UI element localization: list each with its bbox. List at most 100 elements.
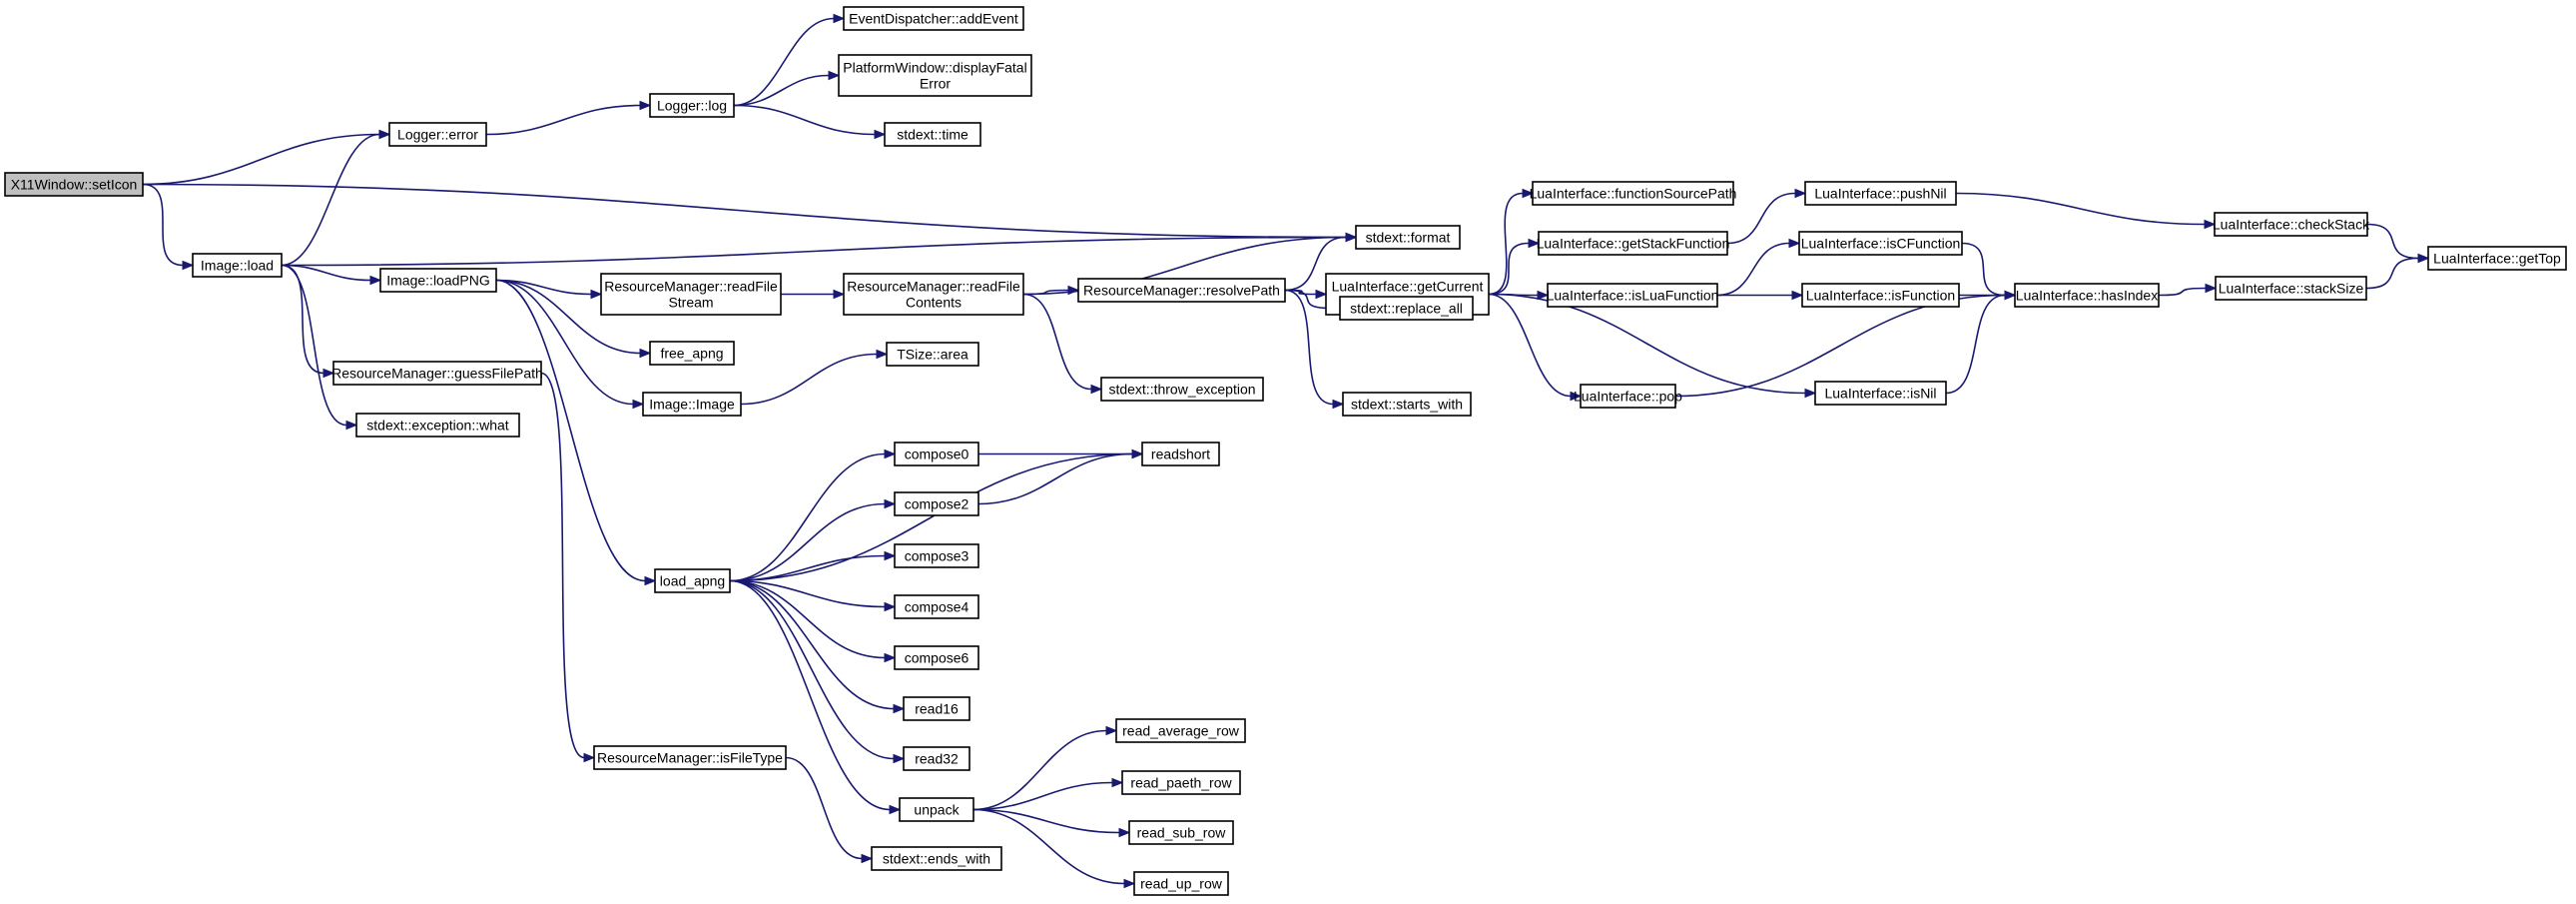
arrow-head-icon <box>884 449 897 459</box>
node-x11window-seticon[interactable]: X11Window::setIcon <box>4 172 144 197</box>
arrow-head-icon <box>874 129 887 140</box>
node-label: read32 <box>915 751 959 767</box>
edge-image-loadpng-to-free-apng <box>495 279 652 359</box>
node-luainterface-pushnil[interactable]: LuaInterface::pushNil <box>1804 181 1957 206</box>
node-box <box>894 645 979 670</box>
node-stdext-replace-all[interactable]: stdext::replace_all <box>1339 296 1474 321</box>
node-stdext-time[interactable]: stdext::time <box>884 122 981 147</box>
node-box <box>884 122 981 147</box>
node-read-paeth-row[interactable]: read_paeth_row <box>1121 770 1241 795</box>
node-label: read_up_row <box>1140 876 1223 892</box>
node-image-loadpng[interactable]: Image::loadPNG <box>379 268 497 293</box>
node-luainterface-getstackfunction[interactable]: LuaInterface::getStackFunction <box>1537 231 1730 256</box>
node-luainterface-iscfunction[interactable]: LuaInterface::isCFunction <box>1798 231 1963 256</box>
edge-logger-error-to-logger-log <box>485 100 652 136</box>
node-free-apng[interactable]: free_apng <box>649 341 735 366</box>
node-resourcemanager-isfiletype[interactable]: ResourceManager::isFileType <box>593 745 787 770</box>
node-image-image[interactable]: Image::Image <box>642 392 742 417</box>
edge-line <box>1488 293 1572 398</box>
node-read32[interactable]: read32 <box>903 746 970 771</box>
node-luainterface-isfunction[interactable]: LuaInterface::isFunction <box>1801 283 1960 308</box>
node-read16[interactable]: read16 <box>903 696 970 721</box>
node-read-average-row[interactable]: read_average_row <box>1115 718 1246 743</box>
node-compose4[interactable]: compose4 <box>894 594 979 619</box>
arrow-head-icon <box>893 753 906 764</box>
node-logger-error[interactable]: Logger::error <box>388 122 487 147</box>
node-luainterface-isnil[interactable]: LuaInterface::isNil <box>1814 381 1947 406</box>
arrow-head-icon <box>893 703 906 714</box>
edge-unpack-to-read-paeth-row <box>972 777 1124 811</box>
arrow-head-icon <box>1345 232 1358 243</box>
node-label: Logger::log <box>657 98 727 114</box>
arrow-head-icon <box>644 575 657 586</box>
node-luainterface-checkstack[interactable]: LuaInterface::checkStack <box>2213 212 2370 237</box>
node-readshort[interactable]: readshort <box>1141 442 1220 466</box>
node-compose3[interactable]: compose3 <box>894 543 979 568</box>
node-logger-log[interactable]: Logger::log <box>649 93 735 118</box>
node-label: LuaInterface::pushNil <box>1814 186 1946 202</box>
edge-line <box>540 372 585 759</box>
node-luainterface-functionsourcepath[interactable]: LuaInterface::functionSourcePath <box>1530 181 1737 206</box>
node-box <box>838 54 1032 97</box>
node-label: ResourceManager::resolvePath <box>1083 283 1280 299</box>
node-luainterface-pop[interactable]: LuaInterface::pop <box>1574 384 1682 409</box>
node-label: read_sub_row <box>1137 825 1227 841</box>
edge-logger-log-to-eventdispatcher-addevent <box>733 13 846 107</box>
arrow-head-icon <box>1788 238 1801 249</box>
arrow-head-icon <box>639 348 652 359</box>
node-image-load[interactable]: Image::load <box>192 253 283 278</box>
node-read-sub-row[interactable]: read_sub_row <box>1128 820 1234 845</box>
node-label: unpack <box>914 802 960 818</box>
node-resourcemanager-guessfilepath[interactable]: ResourceManager::guessFilePath <box>331 361 543 386</box>
node-read-up-row[interactable]: read_up_row <box>1133 871 1229 896</box>
node-compose6[interactable]: compose6 <box>894 645 979 670</box>
edge-line <box>2365 257 2419 290</box>
node-stdext-format[interactable]: stdext::format <box>1355 225 1461 250</box>
node-eventdispatcher-addevent[interactable]: EventDispatcher::addEvent <box>843 6 1024 31</box>
node-luainterface-isluafunction[interactable]: LuaInterface::isLuaFunction <box>1547 283 1719 308</box>
node-label: Image::loadPNG <box>386 273 490 289</box>
node-box <box>886 342 979 367</box>
edge-line <box>972 808 1125 885</box>
edge-image-load-to-stdext-exception-what <box>281 264 358 431</box>
node-tsize-area[interactable]: TSize::area <box>886 342 979 367</box>
node-box <box>1133 871 1229 896</box>
node-load-apng[interactable]: load_apng <box>654 568 731 593</box>
edge-line <box>729 579 895 760</box>
node-luainterface-gettop[interactable]: LuaInterface::getTop <box>2427 246 2567 271</box>
node-stdext-exception-what[interactable]: stdext::exception::what <box>355 413 520 438</box>
arrow-head-icon <box>833 289 846 300</box>
edge-line <box>1022 289 1069 296</box>
edge-load-apng-to-compose0 <box>729 449 897 582</box>
edge-line <box>972 729 1107 811</box>
node-label: stdext::exception::what <box>366 418 509 434</box>
node-box <box>1115 718 1246 743</box>
node-unpack[interactable]: unpack <box>899 797 974 822</box>
arrow-head-icon <box>2204 219 2217 230</box>
node-compose0[interactable]: compose0 <box>894 442 979 466</box>
edge-resourcemanager-isfiletype-to-stdext-ends-with <box>785 756 874 864</box>
node-luainterface-hasindex[interactable]: LuaInterface::hasIndex <box>2014 283 2160 308</box>
node-label: stdext::starts_with <box>1351 397 1463 413</box>
node-resourcemanager-resolvepath[interactable]: ResourceManager::resolvePath <box>1077 278 1286 303</box>
arrow-head-icon <box>1537 290 1550 301</box>
node-luainterface-stacksize[interactable]: LuaInterface::stackSize <box>2215 276 2367 301</box>
node-box <box>1100 377 1264 402</box>
node-label: read_paeth_row <box>1130 775 1232 791</box>
arrow-head-icon <box>369 275 382 286</box>
node-stdext-starts-with[interactable]: stdext::starts_with <box>1342 392 1472 417</box>
node-label: LuaInterface::functionSourcePath <box>1530 186 1737 202</box>
arrow-head-icon <box>828 70 841 81</box>
node-stdext-throw-exception[interactable]: stdext::throw_exception <box>1100 377 1264 402</box>
node-label: compose6 <box>905 650 969 666</box>
arrow-head-icon <box>1111 777 1124 788</box>
edge-logger-log-to-platformwindow-displayfatal-error <box>733 70 841 107</box>
edge-line <box>281 133 380 267</box>
arrow-head-icon <box>2004 290 2017 301</box>
node-compose2[interactable]: compose2 <box>894 491 979 516</box>
node-stdext-ends-with[interactable]: stdext::ends_with <box>871 846 1002 871</box>
edge-line <box>495 279 646 582</box>
